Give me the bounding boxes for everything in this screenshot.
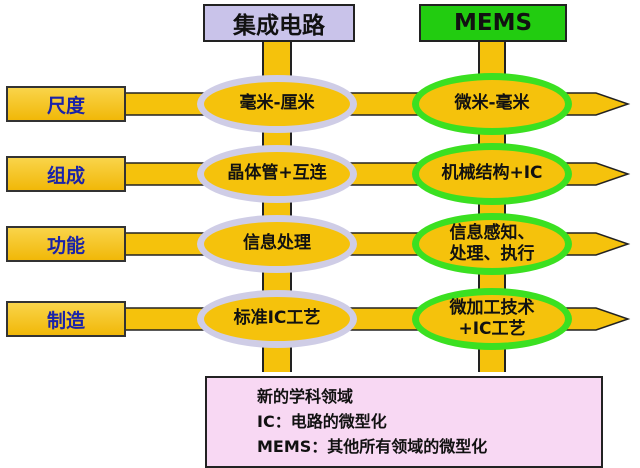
mems-oval-scale: 微米-毫米 <box>412 73 572 135</box>
mems-oval-manufacturing-line2: +IC工艺 <box>458 319 526 339</box>
mems-column-header: MEMS <box>419 4 567 42</box>
mems-oval-function-line2: 处理、执行 <box>449 244 535 264</box>
mems-oval-manufacturing: 微加工技术 +IC工艺 <box>412 288 572 350</box>
summary-box: 新的学科领域 IC：电路的微型化 MEMS：其他所有领域的微型化 <box>205 376 603 468</box>
row-label-composition-text: 组成 <box>46 164 85 187</box>
ic-oval-manufacturing-text: 标准IC工艺 <box>233 308 321 329</box>
ic-oval-manufacturing: 标准IC工艺 <box>197 290 357 348</box>
row-label-manufacturing-text: 制造 <box>46 309 85 332</box>
mems-oval-function-line1: 信息感知、 <box>449 222 535 243</box>
ic-oval-composition: 晶体管+互连 <box>197 145 357 203</box>
mems-oval-function: 信息感知、 处理、执行 <box>412 213 572 275</box>
ic-oval-scale: 毫米-厘米 <box>197 75 357 133</box>
ic-oval-composition-text: 晶体管+互连 <box>227 163 327 184</box>
ic-header-label: 集成电路 <box>233 13 325 39</box>
row-label-scale: 尺度 <box>6 86 126 122</box>
mems-oval-composition-text: 机械结构+IC <box>441 163 543 184</box>
mems-oval-composition: 机械结构+IC <box>412 143 572 205</box>
ic-column-header: 集成电路 <box>203 4 355 42</box>
mems-oval-scale-text: 微米-毫米 <box>454 93 530 114</box>
ic-oval-function: 信息处理 <box>197 215 357 273</box>
row-label-scale-text: 尺度 <box>46 94 85 117</box>
mems-oval-manufacturing-line1: 微加工技术 <box>449 297 535 318</box>
summary-line-3: MEMS：其他所有领域的微型化 <box>257 437 488 456</box>
ic-oval-scale-text: 毫米-厘米 <box>239 93 315 114</box>
row-label-function: 功能 <box>6 226 126 262</box>
summary-line-1: 新的学科领域 <box>257 387 354 406</box>
row-label-composition: 组成 <box>6 156 126 192</box>
summary-line-2: IC：电路的微型化 <box>257 412 387 431</box>
row-label-function-text: 功能 <box>46 234 85 257</box>
mems-header-label: MEMS <box>453 10 533 36</box>
ic-oval-function-text: 信息处理 <box>243 233 311 254</box>
row-label-manufacturing: 制造 <box>6 301 126 337</box>
